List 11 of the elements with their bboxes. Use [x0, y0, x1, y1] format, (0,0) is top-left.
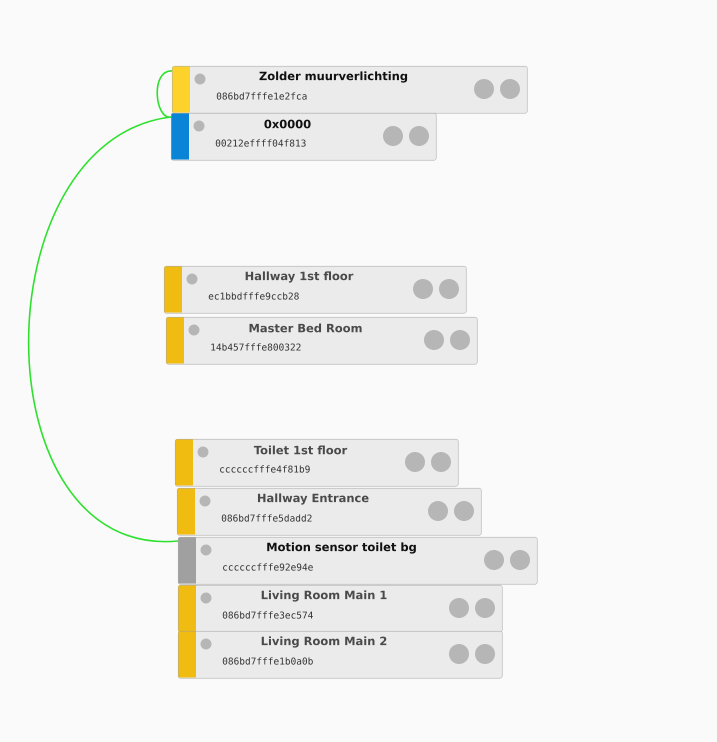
device-card: Toilet 1st floor ccccccfffe4f81b9: [175, 439, 458, 486]
device-card: Hallway Entrance 086bd7fffe5dadd2: [177, 488, 482, 536]
device-card: Zolder muurverlichting 086bd7fffe1e2fca: [172, 66, 528, 114]
connection-line: [28, 116, 178, 542]
device-card: Living Room Main 2 086bd7fffe1b0a0b: [178, 631, 502, 678]
device-card: 0x0000 00212effff04f813: [171, 112, 436, 160]
device-card: Master Bed Room 14b457fffe800322: [166, 317, 478, 364]
connection-line: [156, 70, 172, 118]
device-card: Living Room Main 1 086bd7fffe3ec574: [178, 585, 502, 632]
device-card: Motion sensor toilet bg ccccccfffe92e94e: [178, 537, 538, 584]
device-card: Hallway 1st floor ec1bbdfffe9ccb28: [164, 266, 466, 314]
